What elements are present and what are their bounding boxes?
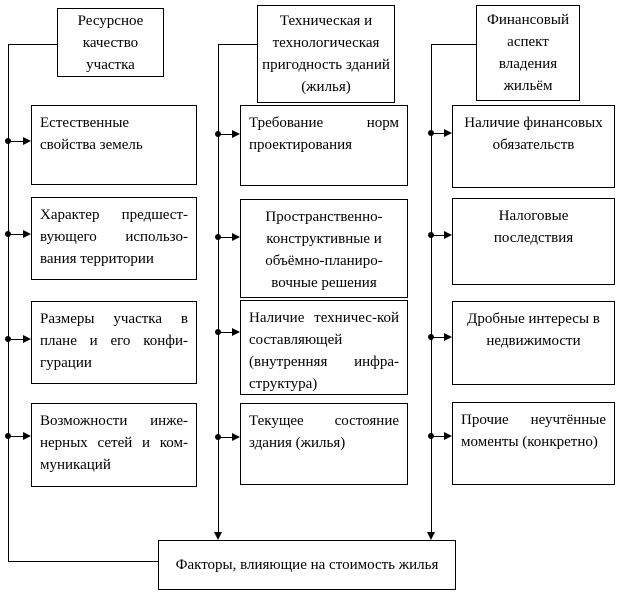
arrow-down-icon: [427, 532, 435, 540]
result-box: Факторы, влияющие на стоимость жилья: [158, 540, 456, 590]
column-header-label: Ресурсное качество участка: [77, 12, 144, 73]
connector: [8, 141, 23, 142]
arrow-right-icon: [232, 233, 240, 241]
factor-box: Характер предшест-вующего использо-вания…: [31, 197, 197, 280]
factor-box: Требование норм проектирования: [240, 105, 408, 186]
connector: [8, 44, 9, 561]
factor-box: Прочие неучтённые моменты (конкретно): [452, 402, 615, 485]
arrow-right-icon: [444, 231, 452, 239]
factor-box: Размеры участка в плане и его конфи-гура…: [31, 301, 197, 384]
factor-box: Текущее состояние здания (жилья): [240, 403, 408, 485]
arrow-right-icon: [232, 328, 240, 336]
arrow-right-icon: [444, 129, 452, 137]
connector: [218, 44, 257, 45]
arrow-right-icon: [444, 432, 452, 440]
factor-box: Дробные интересы в недвижимости: [452, 301, 615, 385]
connector: [431, 44, 432, 534]
connector: [8, 436, 23, 437]
factor-box: Возможности инже-нерных сетей и ком-муни…: [31, 403, 197, 487]
factor-label: Прочие неучтённые моменты (конкретно): [461, 412, 606, 450]
factor-label: Пространственно-конструктивные и объёмно…: [265, 209, 383, 291]
connector: [431, 235, 444, 236]
connector: [431, 337, 444, 338]
connector: [8, 234, 23, 235]
connector: [218, 44, 219, 534]
factor-label: Требование норм проектирования: [249, 115, 399, 153]
connector: [218, 134, 232, 135]
column-header-land-quality: Ресурсное качество участка: [57, 8, 164, 77]
factor-label: Текущее состояние здания (жилья): [249, 413, 399, 451]
factor-label: Возможности инже-нерных сетей и ком-муни…: [40, 413, 188, 473]
connector: [218, 332, 232, 333]
factor-label: Наличие техничес-кой составляющей (внутр…: [249, 310, 399, 392]
connector: [431, 133, 444, 134]
column-header-technical-suitability: Техническая и технологическая пригодност…: [257, 5, 395, 103]
result-label: Факторы, влияющие на стоимость жилья: [175, 557, 439, 573]
factor-box: Налоговые последствия: [452, 198, 615, 285]
factor-label: Наличие финансовых обязательств: [464, 115, 603, 153]
arrow-right-icon: [23, 432, 31, 440]
factor-label: Характер предшест-вующего использо-вания…: [40, 207, 188, 267]
arrow-right-icon: [232, 130, 240, 138]
factor-label: Естественные свойства земель: [40, 115, 143, 153]
factor-box: Наличие техничес-кой составляющей (внутр…: [240, 300, 408, 395]
connector: [218, 437, 232, 438]
arrow-right-icon: [232, 433, 240, 441]
connector: [431, 44, 476, 45]
arrow-down-icon: [214, 532, 222, 540]
factor-box: Пространственно-конструктивные и объёмно…: [240, 199, 408, 298]
factor-box: Наличие финансовых обязательств: [452, 105, 615, 188]
factor-box: Естественные свойства земель: [31, 105, 197, 185]
connector: [8, 339, 23, 340]
connector: [8, 561, 158, 562]
connector: [218, 237, 232, 238]
connector: [431, 436, 444, 437]
arrow-right-icon: [23, 230, 31, 238]
factor-label: Размеры участка в плане и его конфи-гура…: [40, 311, 188, 371]
arrow-right-icon: [23, 335, 31, 343]
factor-label: Налоговые последствия: [493, 208, 574, 246]
column-header-label: Техническая и технологическая пригодност…: [262, 13, 390, 95]
arrow-right-icon: [444, 333, 452, 341]
column-header-label: Финансовый аспект владения жильём: [487, 12, 569, 94]
factor-label: Дробные интересы в недвижимости: [467, 311, 600, 349]
connector: [8, 44, 57, 45]
arrow-right-icon: [23, 137, 31, 145]
column-header-financial-aspect: Финансовый аспект владения жильём: [476, 5, 580, 101]
